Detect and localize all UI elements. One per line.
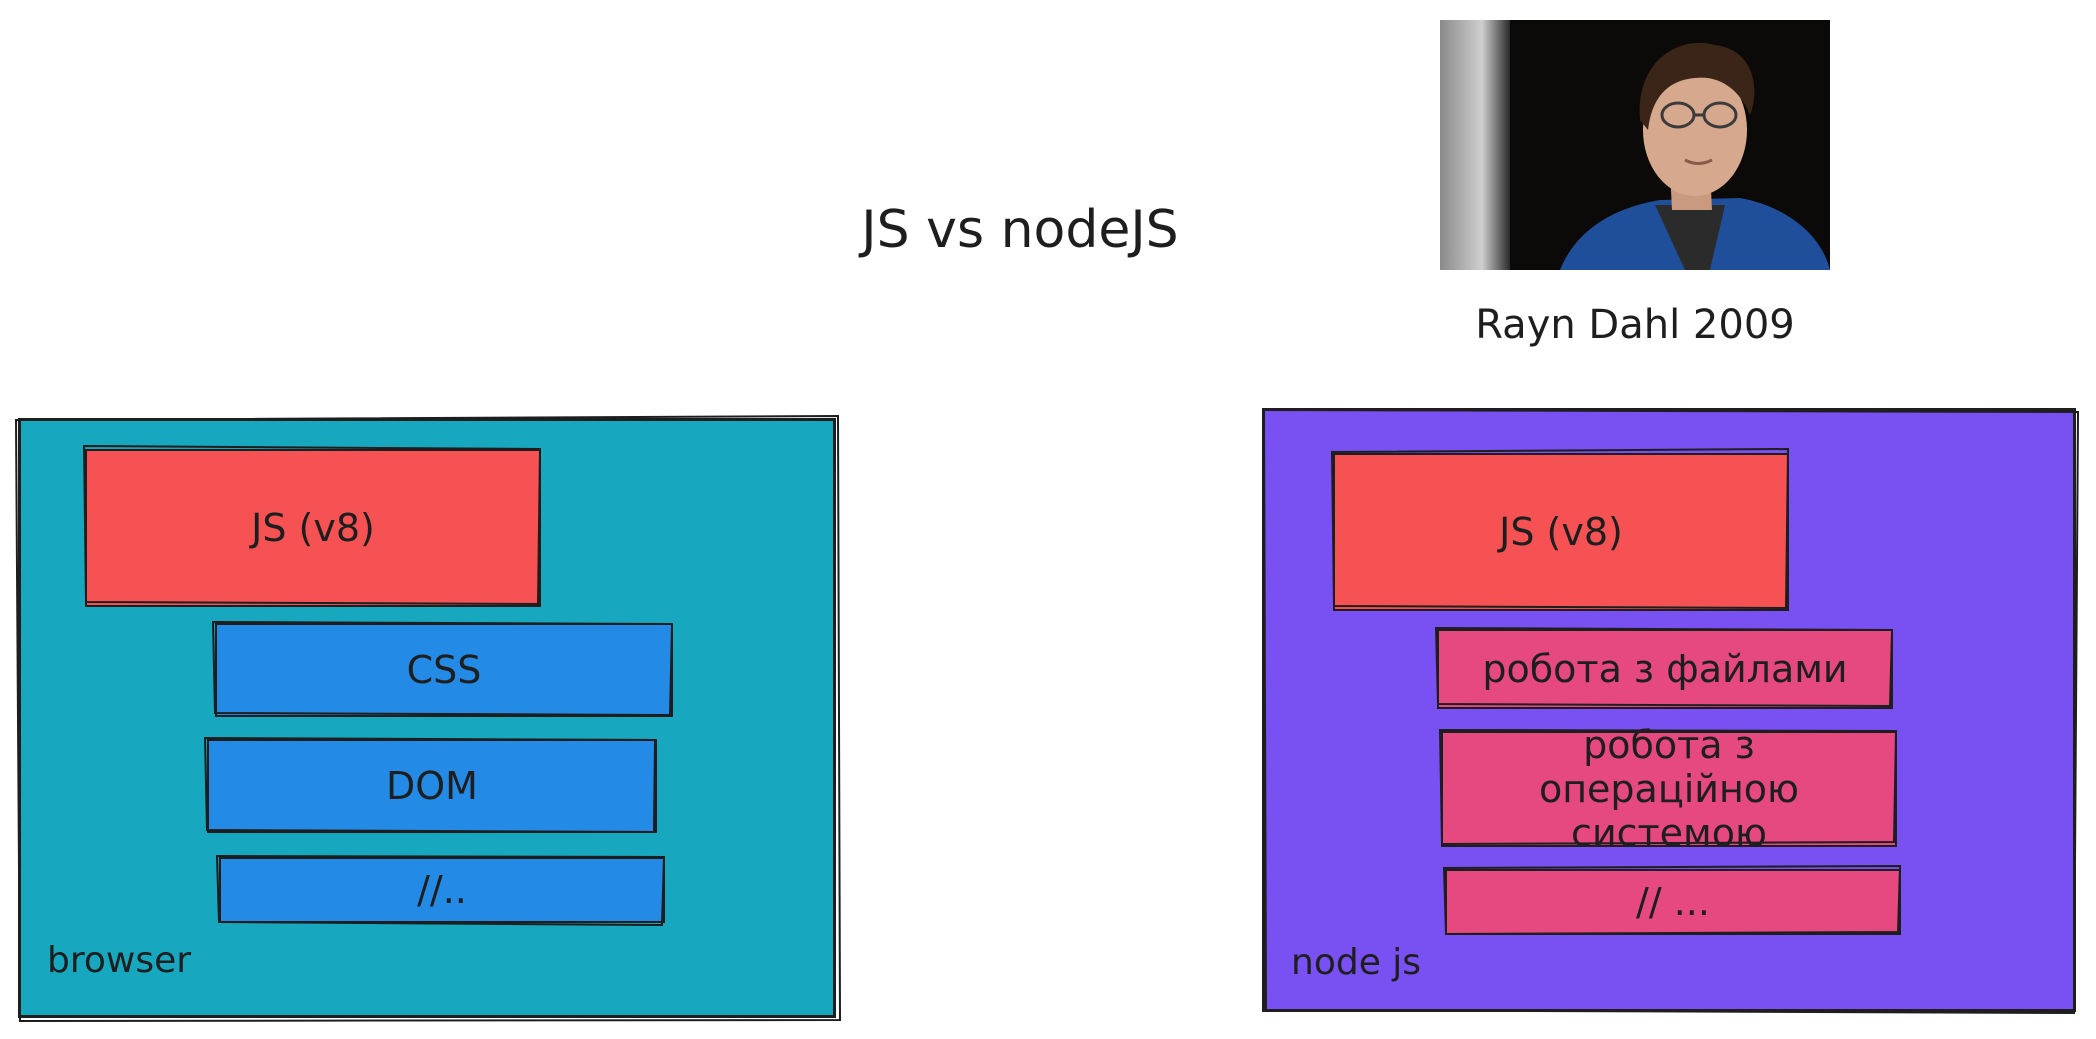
node-label: node js	[1291, 942, 1422, 983]
ryan-dahl-photo	[1440, 20, 1830, 270]
browser-other-block: //..	[219, 857, 665, 923]
node-files-block: робота з файлами	[1437, 629, 1893, 709]
portrait-image	[1440, 20, 1830, 270]
node-os-block: робота з операційною системою	[1441, 723, 1897, 855]
browser-dom-block: DOM	[207, 739, 657, 833]
diagram-title: JS vs nodeJS	[861, 200, 1179, 260]
node-other-block: // ...	[1445, 869, 1901, 935]
browser-js-v8-block: JS (v8)	[85, 449, 541, 607]
node-panel: JS (v8) робота з файлами робота з операц…	[1262, 408, 2076, 1012]
browser-label: browser	[47, 940, 192, 981]
browser-css-block: CSS	[215, 623, 673, 717]
browser-panel: JS (v8) CSS DOM //.. browser	[18, 418, 836, 1018]
node-js-v8-block: JS (v8)	[1333, 453, 1789, 611]
photo-caption: Rayn Dahl 2009	[1475, 302, 1795, 348]
